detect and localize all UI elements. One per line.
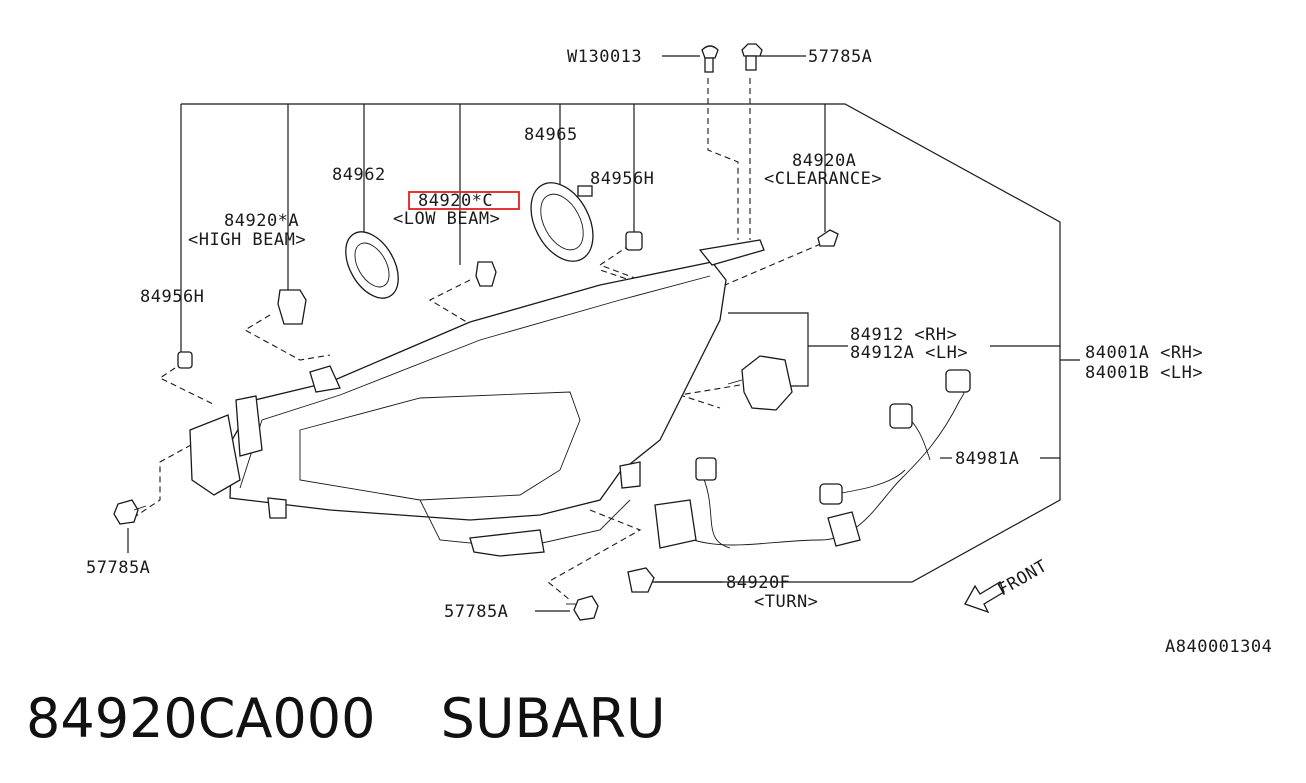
caption-brand: SUBARU <box>440 687 666 750</box>
callout-84001a-rh: 84001A <RH> <box>1085 343 1203 363</box>
bolt-icon <box>113 499 599 621</box>
callout-turn: <TURN> <box>754 592 818 612</box>
callout-84956h-right: 84956H <box>590 169 654 189</box>
callout-57785a-bottom: 57785A <box>444 602 508 622</box>
callout-84956h-left: 84956H <box>140 287 204 307</box>
lens-ring-84962 <box>345 231 399 299</box>
caption: 84920CA000 SUBARU <box>26 684 926 754</box>
leader-lines <box>127 55 1080 612</box>
callout-84001b-lh: 84001B <LH> <box>1085 363 1203 383</box>
headlight-unit-84912 <box>727 355 793 411</box>
bulb-icon <box>177 229 839 593</box>
callout-w130013: W130013 <box>567 47 642 67</box>
callout-84920a-high-beam: 84920*A <box>224 211 299 231</box>
diagram-code: A840001304 <box>1165 637 1272 657</box>
callout-84912-rh: 84912 <RH> <box>850 325 957 345</box>
callout-84962: 84962 <box>332 165 386 185</box>
front-label: FRONT <box>995 556 1051 600</box>
highlight-box <box>408 191 520 210</box>
callout-57785a-left: 57785A <box>86 558 150 578</box>
caption-part-number: 84920CA000 <box>26 687 376 750</box>
callout-low-beam: <LOW BEAM> <box>393 209 500 229</box>
callout-84920f: 84920F <box>726 573 790 593</box>
front-arrow-icon <box>964 581 1005 614</box>
headlight-housing <box>189 239 765 557</box>
wiring-harness-84981A <box>654 369 971 549</box>
clip-icon <box>701 43 763 73</box>
callout-clearance: <CLEARANCE> <box>764 169 882 189</box>
callout-high-beam: <HIGH BEAM> <box>188 230 306 250</box>
callout-84981a: 84981A <box>955 449 1019 469</box>
callout-84920c-low-beam: 84920*C <box>418 191 493 211</box>
callout-57785a-top: 57785A <box>808 47 872 67</box>
lens-ring-84965 <box>530 182 594 262</box>
callout-84965: 84965 <box>524 125 578 145</box>
callout-84912a-lh: 84912A <LH> <box>850 343 968 363</box>
callout-84920a: 84920A <box>792 151 856 171</box>
